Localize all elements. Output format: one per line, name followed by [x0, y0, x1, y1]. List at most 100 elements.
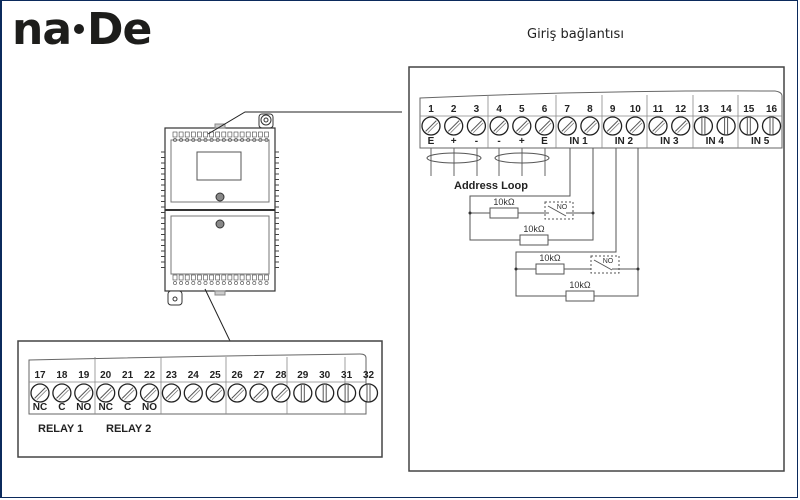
resistor-label: 10kΩ	[569, 280, 591, 290]
terminal-number: 12	[675, 104, 687, 115]
terminal-number: 1	[428, 104, 434, 115]
screw-terminal-icon	[74, 383, 94, 403]
screw-terminal-icon	[534, 116, 555, 136]
relay-2-label: RELAY 2	[106, 423, 151, 435]
device-terminal	[245, 131, 251, 138]
terminal-number: 23	[166, 370, 178, 381]
screw-terminal-icon	[648, 116, 668, 136]
terminal-number: 11	[653, 104, 664, 115]
device-terminal	[264, 274, 269, 281]
relay-group-dividers	[94, 357, 346, 414]
screw-terminal-icon	[249, 383, 269, 403]
terminal-number: 17	[34, 370, 46, 381]
terminal-number: 27	[253, 370, 265, 381]
junction-dot	[636, 267, 640, 271]
input-group-label: IN 4	[706, 136, 725, 147]
device-terminal	[203, 274, 208, 281]
terminal-label: -	[475, 136, 478, 147]
screw-terminal-icon	[444, 116, 464, 136]
screw-terminal-icon	[580, 116, 600, 136]
terminal-number: 10	[630, 104, 642, 115]
screw-terminal-icon	[693, 116, 714, 136]
device-terminal	[172, 131, 178, 138]
contact-label: C	[58, 402, 65, 413]
contact-label: C	[124, 402, 131, 413]
diagram-title: Giriş bağlantısı	[527, 27, 624, 42]
device-terminal	[215, 131, 220, 138]
screw-terminal-icon	[117, 383, 138, 403]
junction-dot	[591, 211, 595, 215]
terminal-number: 24	[188, 370, 200, 381]
device-terminal	[252, 274, 257, 281]
device-terminal	[233, 131, 239, 138]
screw-terminal-icon	[489, 116, 509, 136]
terminal-label: E	[428, 136, 435, 147]
screw-terminal-icon	[52, 383, 72, 403]
terminal-label: +	[451, 136, 457, 147]
leader-line-input	[207, 111, 402, 135]
in2-circuit	[515, 148, 639, 302]
no-switch-box	[544, 201, 574, 220]
switch-label: NO	[557, 204, 568, 211]
device-terminal	[191, 274, 196, 281]
screw-terminal-icon	[358, 383, 379, 403]
screw-terminal-icon	[227, 383, 247, 403]
junction-dot	[468, 211, 472, 215]
device-terminal	[178, 131, 184, 138]
device-terminal	[227, 274, 233, 281]
cable-shield-ellipse	[494, 152, 550, 164]
terminal-number: 31	[341, 370, 353, 381]
device-bottom-terminals	[172, 274, 269, 285]
terminal-number: 19	[78, 370, 90, 381]
logo-dot	[74, 24, 85, 34]
terminal-number: 21	[122, 370, 134, 381]
device-terminal	[172, 274, 178, 281]
terminal-number: 16	[766, 104, 778, 115]
device-terminal	[227, 131, 233, 138]
resistor-label: 10kΩ	[523, 224, 545, 234]
terminal-label: E	[541, 136, 548, 147]
terminal-number: 13	[698, 104, 710, 115]
input-group-label: IN 5	[751, 136, 770, 147]
screw-terminal-icon	[139, 383, 160, 403]
resistor	[489, 207, 519, 219]
terminal-number: 8	[587, 104, 593, 115]
input-group-dividers	[487, 95, 739, 148]
terminal-number: 20	[100, 370, 112, 381]
terminal-number: 18	[56, 370, 68, 381]
address-loop-wiring	[426, 148, 550, 176]
no-switch-box	[590, 255, 620, 274]
device-terminal	[184, 274, 190, 281]
logo-text-right: De	[87, 4, 152, 55]
terminal-label: -	[497, 136, 500, 147]
screw-terminal-icon	[293, 383, 313, 403]
device-side-vents	[161, 151, 279, 268]
terminal-number: 29	[297, 370, 309, 381]
terminal-number: 25	[210, 370, 222, 381]
screw-terminal-icon	[671, 116, 691, 136]
leader-line-relay	[204, 288, 231, 342]
resistor	[535, 263, 565, 275]
device-terminal	[233, 274, 239, 281]
contact-label: NO	[142, 402, 157, 413]
device-terminal	[191, 131, 196, 138]
device-terminal	[239, 131, 245, 138]
screw-terminal-icon	[625, 116, 645, 136]
screw-terminal-icon	[716, 116, 736, 136]
terminal-number: 9	[610, 104, 616, 115]
screw-terminal-icon	[761, 116, 782, 136]
terminal-label: +	[519, 136, 525, 147]
in1-circuit	[469, 148, 594, 246]
device-terminal	[215, 274, 220, 281]
relay-panel-box	[17, 340, 383, 458]
screw-terminal-icon	[271, 383, 291, 403]
device-terminal	[264, 131, 269, 138]
device-illustration	[164, 113, 276, 306]
screw-terminal-icon	[183, 383, 203, 403]
terminal-number: 4	[496, 104, 502, 115]
terminal-number: 30	[319, 370, 331, 381]
